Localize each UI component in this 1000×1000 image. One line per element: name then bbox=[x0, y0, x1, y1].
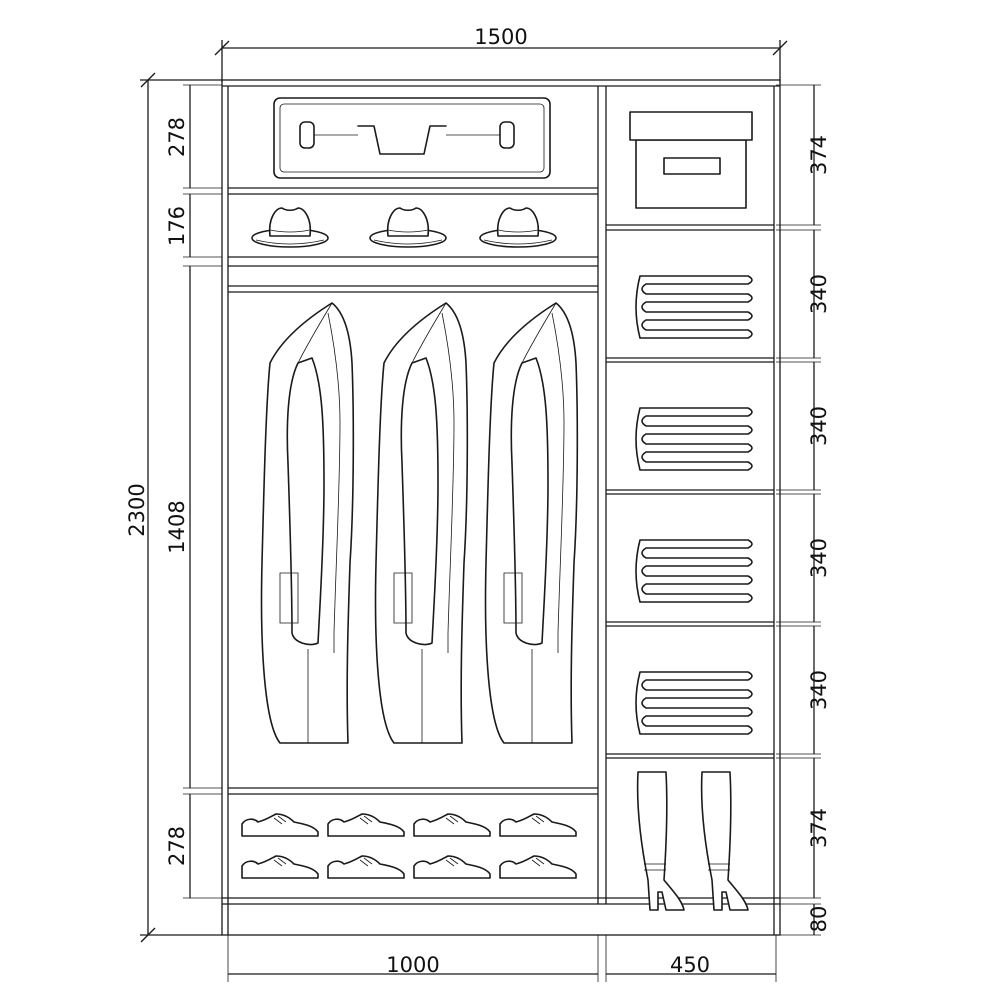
suitcase-icon bbox=[273, 97, 551, 179]
total-width-label: 1500 bbox=[474, 25, 527, 49]
dimension-total-height: 2300 bbox=[125, 72, 222, 943]
dimension-left-shelves: 278 176 1408 278 bbox=[165, 84, 222, 899]
right-shelf-2-label: 340 bbox=[807, 274, 831, 314]
hat-icon bbox=[251, 207, 329, 248]
right-shelf-6-label: 374 bbox=[807, 808, 831, 848]
shoe-icon bbox=[327, 813, 405, 837]
dimension-right-shelves: 374 340 340 340 340 374 80 bbox=[776, 84, 831, 936]
shoes-rack bbox=[241, 813, 577, 879]
right-shelves bbox=[606, 224, 774, 759]
right-shelf-5-label: 340 bbox=[807, 670, 831, 710]
boot-icon bbox=[700, 771, 749, 911]
coats-row bbox=[260, 302, 579, 744]
shoe-icon bbox=[327, 855, 405, 879]
hat-icon bbox=[369, 207, 447, 248]
right-shelf-1-label: 374 bbox=[807, 135, 831, 175]
left-width-label: 1000 bbox=[386, 953, 439, 977]
folded-clothes-icon bbox=[635, 275, 753, 339]
right-shelf-7-label: 80 bbox=[807, 906, 831, 933]
folded-clothes-icon bbox=[635, 671, 753, 735]
shoe-icon bbox=[499, 855, 577, 879]
shoe-icon bbox=[241, 813, 319, 837]
coat-icon bbox=[374, 302, 469, 744]
folded-clothes-icon bbox=[635, 539, 753, 603]
left-shelf-2-label: 176 bbox=[165, 206, 189, 246]
hats-row bbox=[251, 207, 557, 248]
coat-icon bbox=[260, 302, 355, 744]
boots-pair bbox=[636, 771, 749, 911]
shoe-icon bbox=[413, 855, 491, 879]
shoe-icon bbox=[413, 813, 491, 837]
left-shelf-3-label: 1408 bbox=[165, 500, 189, 553]
folded-clothes-icon bbox=[635, 407, 753, 471]
right-shelf-3-label: 340 bbox=[807, 406, 831, 446]
hat-icon bbox=[479, 207, 557, 248]
dimension-total-width: 1500 bbox=[214, 25, 788, 82]
left-shelf-4-label: 278 bbox=[165, 826, 189, 866]
storage-box-icon bbox=[629, 111, 753, 209]
shoe-icon bbox=[241, 855, 319, 879]
right-shelf-4-label: 340 bbox=[807, 538, 831, 578]
right-width-label: 450 bbox=[670, 953, 710, 977]
coat-icon bbox=[484, 302, 579, 744]
left-shelf-1-label: 278 bbox=[165, 117, 189, 157]
left-shelves bbox=[228, 187, 598, 795]
dimension-bottom-widths: 1000 450 bbox=[227, 935, 777, 982]
wardrobe-frame bbox=[221, 79, 781, 936]
boot-icon bbox=[636, 771, 685, 911]
folded-clothes-stacks bbox=[635, 275, 753, 735]
total-height-label: 2300 bbox=[125, 483, 149, 536]
shoe-icon bbox=[499, 813, 577, 837]
